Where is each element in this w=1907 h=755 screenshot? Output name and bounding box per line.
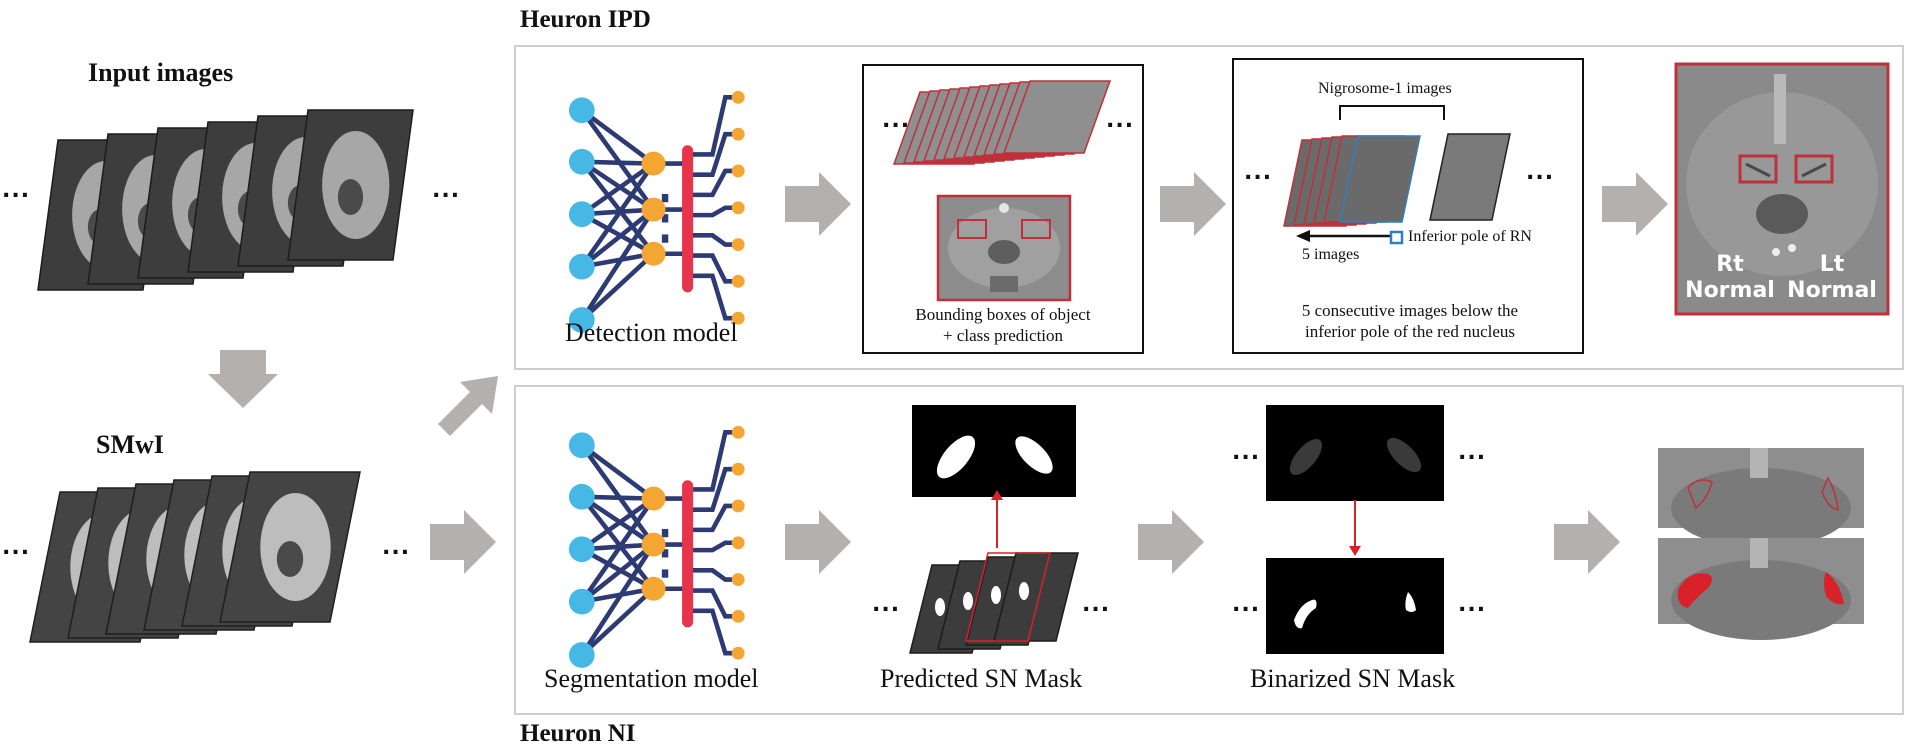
binarized-mask-top (1266, 405, 1444, 501)
smwi-ellipsis-left: ... (2, 535, 31, 560)
smwi-image-stack (29, 471, 361, 643)
ipd-result-mri (1674, 62, 1890, 316)
bin-top-ellipsis-left: ... (1232, 440, 1261, 465)
detection-model-label: Detection model (565, 318, 738, 347)
rt-normal: Normal (1685, 278, 1775, 303)
arrow-ni-2-icon (1138, 510, 1204, 574)
diagonal-arrow-icon (438, 376, 498, 436)
heuron-ipd-title: Heuron IPD (520, 6, 651, 33)
predicted-link-arrow (991, 490, 1003, 548)
nigrosome-bracket (1339, 105, 1445, 120)
bin-top-ellipsis-right: ... (1458, 440, 1487, 465)
input-image-stack (37, 109, 414, 291)
rt-normal-label: Rt Normal (1680, 252, 1780, 304)
five-images-arrow (1296, 230, 1390, 242)
inferior-pole-legend-icon (1389, 230, 1404, 245)
arrow-ipd-3-icon (1602, 172, 1668, 236)
pred-ellipsis-right: ... (1082, 592, 1111, 617)
predicted-sn-mask-label: Predicted SN Mask (880, 664, 1083, 693)
consecutive-caption: 5 consecutive images below the inferior … (1250, 300, 1570, 342)
five-images-label: 5 images (1302, 246, 1360, 263)
bbox-caption: Bounding boxes of object + class predict… (880, 304, 1126, 346)
input-ellipsis-left: ... (2, 178, 31, 203)
binarized-mask-bottom (1266, 558, 1444, 654)
segmentation-network-icon (568, 425, 745, 668)
consecutive-caption-line-1: 5 consecutive images below the (1301, 301, 1519, 320)
ni-result-outline-mri (1658, 448, 1864, 548)
rt-label: Rt (1716, 252, 1744, 277)
nigrosome-label: Nigrosome-1 images (1318, 80, 1452, 97)
ni-result-filled-mri (1658, 538, 1864, 640)
arrow-ni-1-icon (785, 510, 851, 574)
detection-network-icon (568, 90, 745, 333)
smwi-label: SMwI (96, 430, 164, 459)
arrow-ipd-1-icon (785, 172, 851, 236)
nigrosome-slices-stack (1283, 133, 1511, 227)
det-ellipsis-left: ... (882, 108, 911, 133)
input-ellipsis-right: ... (432, 178, 461, 203)
arrow-ipd-2-icon (1160, 172, 1226, 236)
bin-bot-ellipsis-right: ... (1458, 592, 1487, 617)
nigrosome-box (1232, 58, 1584, 354)
right-arrow-to-ni-icon (430, 510, 496, 574)
smwi-ellipsis-right: ... (382, 535, 411, 560)
pred-ellipsis-left: ... (872, 592, 901, 617)
inferior-pole-label: Inferior pole of RN (1408, 228, 1532, 245)
bbox-caption-line-1: Bounding boxes of object (915, 305, 1091, 324)
binarized-sn-mask-label: Binarized SN Mask (1250, 664, 1456, 693)
lt-normal-label: Lt Normal (1782, 252, 1882, 304)
arrow-ni-3-icon (1554, 510, 1620, 574)
bin-bot-ellipsis-left: ... (1232, 592, 1261, 617)
input-images-label: Input images (88, 58, 234, 87)
detection-slices-stack (892, 80, 1112, 165)
down-arrow-icon (208, 350, 278, 408)
predicted-mask-top (912, 405, 1076, 497)
binarized-link-arrow (1349, 500, 1361, 556)
nig-ellipsis-right: ... (1526, 160, 1555, 185)
bounding-box-mri (936, 194, 1072, 302)
predicted-slices-stack (909, 552, 1079, 654)
heuron-ni-title: Heuron NI (520, 720, 636, 747)
consecutive-caption-line-2: inferior pole of the red nucleus (1304, 322, 1516, 341)
bbox-caption-line-2: + class prediction (942, 326, 1064, 345)
segmentation-model-label: Segmentation model (544, 664, 759, 693)
nig-ellipsis-left: ... (1244, 160, 1273, 185)
det-ellipsis-right: ... (1106, 108, 1135, 133)
lt-normal: Normal (1787, 278, 1877, 303)
lt-label: Lt (1819, 252, 1845, 277)
